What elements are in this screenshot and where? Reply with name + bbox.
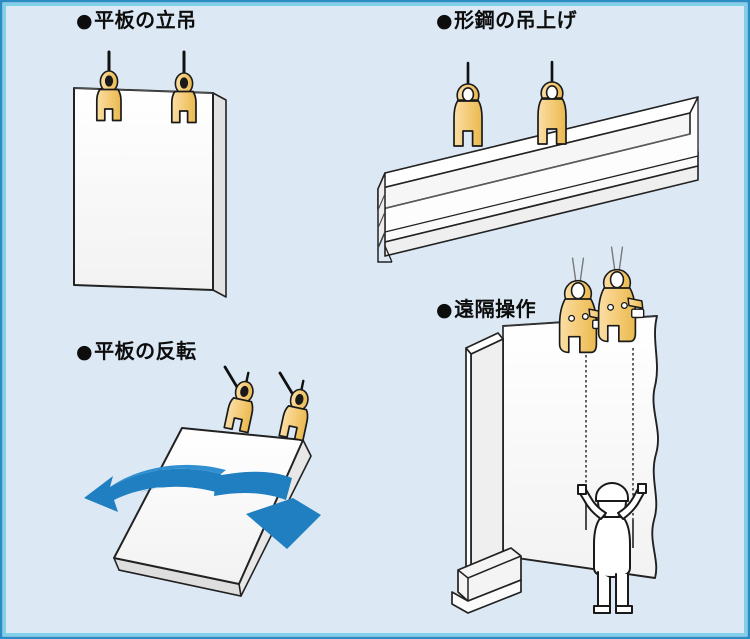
panel-label-text: 平板の立吊 [94, 8, 197, 32]
filled-circle-bullet-icon: ● [436, 299, 454, 321]
panel-plate-vertical-lift [73, 50, 227, 298]
filled-circle-bullet-icon: ● [76, 10, 94, 32]
panel-label-remote-operation: ●遠隔操作 [436, 299, 536, 320]
concrete-column-icon [451, 332, 522, 614]
panel-label-text: 遠隔操作 [454, 297, 537, 321]
curved-rotation-arrow-icon [84, 464, 292, 512]
curved-rotation-arrow-tail [246, 498, 321, 549]
panel-plate-reversal [84, 365, 321, 597]
panel-label-text: 平板の反転 [94, 339, 197, 363]
panel-label-text: 形鋼の吊上げ [454, 8, 578, 32]
panel-label-shape-steel-lift: ●形鋼の吊上げ [436, 10, 577, 31]
filled-circle-bullet-icon: ● [436, 10, 454, 32]
panel-label-plate-vertical-lift: ●平板の立吊 [76, 10, 197, 31]
panel-remote-operation [451, 245, 659, 614]
h-beam-icon [377, 96, 699, 263]
wall-panel-icon [502, 315, 659, 579]
panel-label-plate-reversal: ●平板の反転 [76, 341, 197, 362]
panel-shape-steel-lift [377, 60, 699, 263]
filled-circle-bullet-icon: ● [76, 341, 94, 363]
worker-figure-icon [577, 482, 647, 614]
